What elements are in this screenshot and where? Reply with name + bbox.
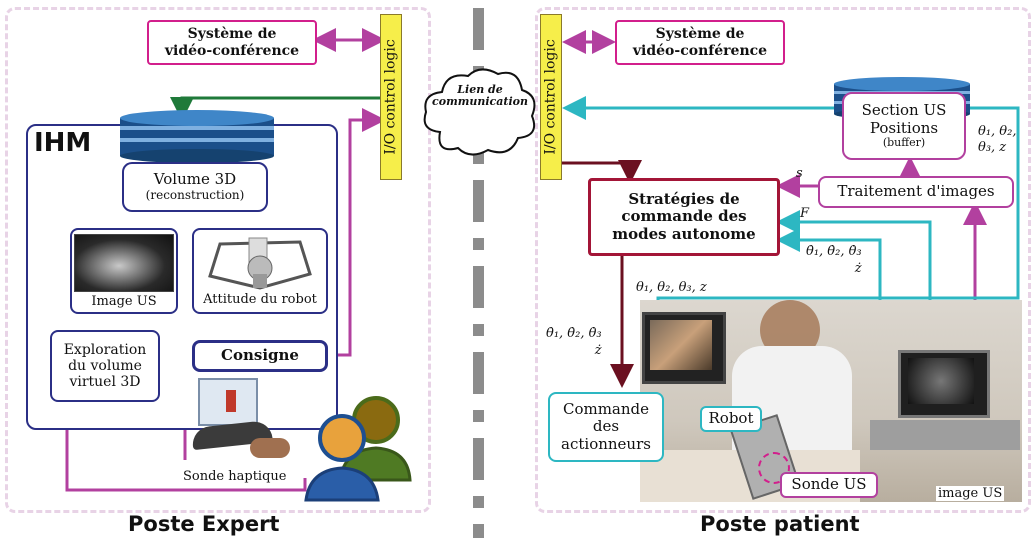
buffer-label: (buffer) [882, 135, 926, 149]
signal-theta-buffer: θ₁, θ₂, θ₃, z [978, 124, 1017, 155]
image-us-label: Image US [91, 294, 157, 309]
cloud-icon [423, 68, 536, 156]
center-divider [473, 8, 484, 538]
comm-link-label: Lien de communication [432, 83, 528, 109]
clinic-photo [640, 300, 1022, 502]
robot-model-icon [208, 237, 312, 290]
section-buffer-box: Section US Positions (buffer) [842, 92, 966, 160]
sonde-us-box: Sonde US [780, 472, 878, 498]
ultrasound-image [74, 234, 174, 292]
section-us-label: Section US [861, 101, 947, 120]
videoconf-label-expert: Système de vidéo-conférence [164, 26, 300, 59]
commande-label: Commande des actionneurs [561, 400, 651, 453]
signal-s: s [796, 166, 803, 181]
sonde-haptique-label: Sonde haptique [183, 469, 287, 484]
videoconf-label-patient: Système de vidéo-conférence [632, 26, 768, 59]
patient-title: Poste patient [700, 512, 860, 536]
volume-subtitle: (reconstruction) [145, 187, 245, 202]
commande-box: Commande des actionneurs [548, 392, 664, 462]
io-control-logic-patient: I/O control logic [540, 14, 562, 180]
positions-label: Positions [869, 118, 939, 137]
videoconf-box-patient: Système de vidéo-conférence [615, 20, 785, 65]
volume-3d-box: Volume 3D (reconstruction) [122, 162, 268, 212]
volume-title: Volume 3D [153, 170, 237, 189]
attitude-label: Attitude du robot [203, 292, 317, 307]
haptic-device-photo [190, 378, 308, 466]
videoconf-box-expert: Système de vidéo-conférence [147, 20, 317, 65]
attitude-robot-tile: Attitude du robot [192, 228, 328, 314]
patient-panel [535, 7, 1031, 513]
io-label-patient: I/O control logic [543, 39, 560, 155]
exploration-box: Exploration du volume virtuel 3D [50, 330, 160, 402]
robot-label: Robot [708, 409, 754, 428]
exploration-label: Exploration du volume virtuel 3D [63, 341, 147, 391]
ihm-label: IHM [34, 128, 92, 158]
strategies-label: Stratégies de commande des modes autonom… [612, 190, 756, 243]
signal-F-top: F [800, 206, 810, 221]
traitement-box: Traitement d'images [818, 176, 1014, 208]
traitement-label: Traitement d'images [837, 182, 995, 201]
database-icon-expert [118, 108, 276, 164]
image-us-signal-label: image US [936, 486, 1005, 501]
sonde-us-label: Sonde US [791, 475, 867, 494]
image-us-tile: Image US [70, 228, 178, 314]
expert-panel [5, 7, 431, 513]
expert-title: Poste Expert [128, 512, 280, 536]
strategies-box: Stratégies de commande des modes autonom… [588, 178, 780, 256]
signal-theta-line: θ₁, θ₂, θ₃, z [636, 280, 707, 295]
signal-thetadot-right: θ̇₁, θ̇₂, θ̇₃ ż [806, 244, 862, 276]
consigne-label: Consigne [221, 346, 299, 365]
consigne-box: Consigne [192, 340, 328, 372]
users-icon [304, 396, 412, 502]
io-control-logic-expert: I/O control logic [380, 14, 402, 180]
robot-box: Robot [700, 406, 762, 432]
io-label-expert: I/O control logic [383, 39, 400, 155]
signal-thetadot-left: θ̇₁, θ̇₂, θ̇₃ ż [546, 326, 602, 358]
